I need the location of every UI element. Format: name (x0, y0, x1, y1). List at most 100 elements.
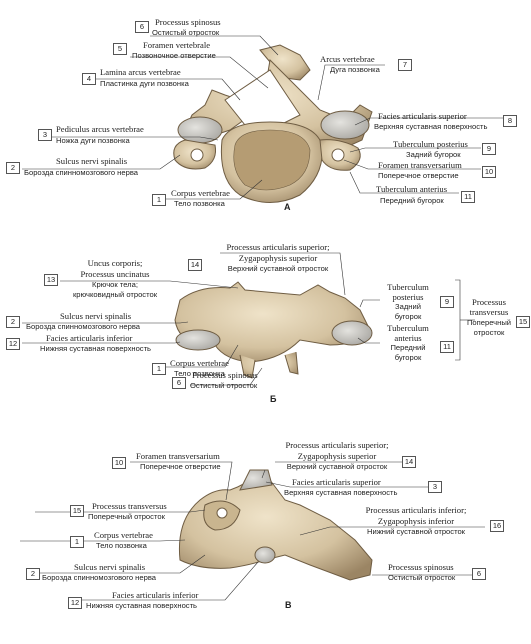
label-russian-2: бугорок (394, 353, 422, 362)
label-latin: Facies articularis inferior (112, 590, 199, 600)
label-russian: Борозда спинномозгового нерва (24, 168, 138, 177)
label-russian: Передний бугорок (380, 196, 444, 205)
foramen-transversarium-c (216, 507, 228, 519)
label-russian: Поперечный (466, 318, 512, 327)
label-latin: Arcus vertebrae (320, 54, 375, 64)
foramen-transversarium-right (331, 148, 345, 162)
label-latin: Sulcus nervi spinalis (56, 156, 128, 166)
label-number: 6 (135, 21, 149, 33)
label-russian: Нижний суставной отросток (366, 527, 466, 536)
spinous-tips-b (239, 351, 299, 379)
label-latin: Foramen vertebrale (143, 40, 211, 50)
label-latin: Processus (472, 297, 506, 307)
label-russian: Позвоночное отверстие (132, 51, 216, 60)
label-latin-2: anterius (394, 333, 422, 343)
label-number: 15 (516, 316, 530, 328)
superior-articular-c (239, 469, 273, 491)
inferior-facet-right-b (331, 320, 373, 346)
leader-lines (20, 35, 503, 601)
label-russian: Поперечное отверстие (378, 171, 459, 180)
label-russian: Остистый отросток (190, 381, 258, 390)
label-number: 7 (398, 59, 412, 71)
label-latin: Processus spinosus (155, 17, 221, 27)
label-russian: Верхняя суставная поверхность (374, 122, 488, 131)
label-russian: Остистый отросток (152, 28, 220, 37)
label-latin: Processus spinosus (192, 370, 258, 380)
label-russian: Задний (395, 302, 421, 311)
label-russian: Верхняя суставная поверхность (284, 488, 398, 497)
label-russian: Ножка дуги позвонка (56, 136, 130, 145)
label-russian-2: отросток (473, 328, 505, 337)
label-latin: Corpus vertebrae (171, 188, 230, 198)
label-number: 9 (482, 143, 496, 155)
facet-superior-right (320, 110, 370, 140)
label-latin: Tuberculum posterius (393, 139, 468, 149)
label-number: 4 (82, 73, 96, 85)
label-number: 10 (482, 166, 496, 178)
label-number: 14 (402, 456, 416, 468)
label-latin: Corpus vertebrae (170, 358, 229, 368)
label-number: 5 (113, 43, 127, 55)
label-russian: Поперечный отросток (88, 512, 165, 521)
label-number: 15 (70, 505, 84, 517)
label-number: 14 (188, 259, 202, 271)
label-russian: Борозда спинномозгового нерва (26, 322, 140, 331)
label-russian: Верхний суставной отросток (286, 462, 388, 471)
label-latin: Lamina arcus vertebrae (100, 67, 181, 77)
label-russian: Нижняя суставная поверхность (40, 344, 152, 353)
label-russian: Крючок тела; (92, 280, 138, 289)
label-russian-2: крючковидный отросток (72, 290, 158, 299)
label-latin-2: Zygapophysis inferior (377, 516, 455, 526)
label-latin: Facies articularis superior (292, 477, 381, 487)
label-latin-2: transversus (469, 307, 509, 317)
vertebra-anterior-view (174, 281, 373, 379)
label-latin: Tuberculum anterius (376, 184, 448, 194)
label-latin-2: posterius (392, 292, 424, 302)
inferior-facet-left-b (175, 329, 221, 351)
label-number: 11 (461, 191, 475, 203)
label-number: 11 (440, 341, 454, 353)
label-russian-2: бугорок (394, 312, 422, 321)
label-number: 1 (70, 536, 84, 548)
vertebra-lateral-view (178, 469, 373, 581)
label-russian: Остистый отросток (388, 573, 456, 582)
vertebral-foramen-shape (224, 69, 301, 126)
label-latin: Uncus corporis; (87, 258, 143, 268)
inferior-articular-c (254, 546, 276, 564)
label-number: 2 (6, 316, 20, 328)
vertebral-body-top (233, 129, 311, 191)
label-latin: Corpus vertebrae (94, 530, 153, 540)
label-number: 1 (152, 363, 166, 375)
label-latin: Tuberculum (387, 282, 429, 292)
label-number: 6 (472, 568, 486, 580)
label-number: 8 (503, 115, 517, 127)
facet-superior-left (177, 116, 223, 144)
label-russian: Дуга позвонка (330, 65, 380, 74)
label-russian: Задний бугорок (406, 150, 461, 159)
label-latin-2: Zygapophysis superior (297, 451, 377, 461)
label-latin: Sulcus nervi spinalis (60, 311, 132, 321)
label-latin: Processus spinosus (388, 562, 454, 572)
label-number: 12 (6, 338, 20, 350)
panel-letter-a: A (284, 202, 291, 212)
panel-letter-c: В (285, 600, 292, 610)
label-russian: Тело позвонка (96, 541, 147, 550)
label-number: 10 (112, 457, 126, 469)
label-russian: Передний (390, 343, 426, 352)
label-latin: Facies articularis inferior (46, 333, 133, 343)
vertebra-superior-view (173, 44, 373, 203)
label-number: 1 (152, 194, 166, 206)
foramen-transversarium-left (190, 148, 204, 162)
label-latin-2: Zygapophysis superior (238, 253, 318, 263)
label-number: 2 (26, 568, 40, 580)
label-latin: Processus transversus (92, 501, 167, 511)
label-latin: Processus articularis inferior; (365, 505, 467, 515)
label-number: 16 (490, 520, 504, 532)
label-latin: Foramen transversarium (136, 451, 220, 461)
label-russian: Верхний суставной отросток (227, 264, 329, 273)
label-number: 2 (6, 162, 20, 174)
label-number: 3 (38, 129, 52, 141)
label-number: 9 (440, 296, 454, 308)
label-number: 6 (172, 377, 186, 389)
